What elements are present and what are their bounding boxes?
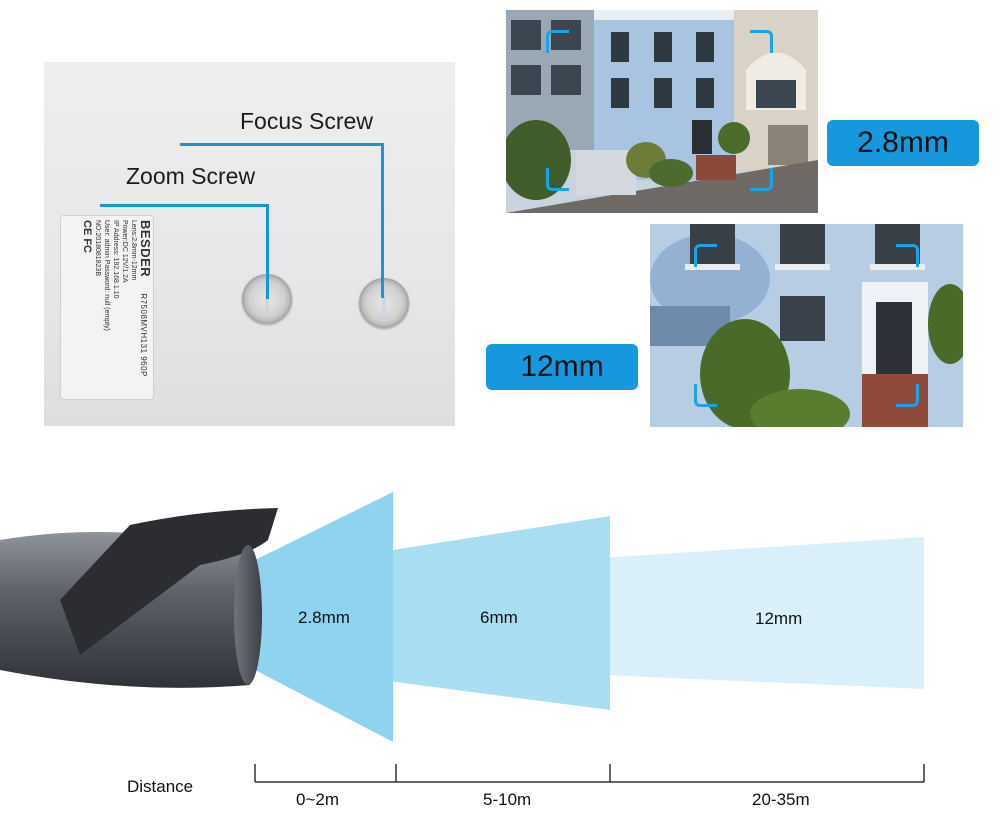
wide-lens-badge: 2.8mm <box>827 120 979 166</box>
fov-label: 6mm <box>480 608 518 627</box>
sticker-line: Lens:2.8mm-12mm <box>130 220 137 281</box>
sticker-brand: BESDER <box>138 220 153 278</box>
sticker-line: Power:DC 12V/1.2A <box>121 220 128 283</box>
certification-marks: CE FC <box>81 220 93 253</box>
frame-corner-icon <box>896 244 919 267</box>
fov-beam-far <box>600 537 924 689</box>
distance-range: 20-35m <box>752 790 810 809</box>
frame-corner-icon <box>694 244 717 267</box>
zoom-screw-label: Zoom Screw <box>126 163 256 189</box>
frame-corner-icon <box>694 384 717 407</box>
sticker-model: R7508MVH131 960P <box>139 293 148 377</box>
camera-lens-face <box>234 545 262 685</box>
fov-beam-mid <box>380 516 610 710</box>
focus-screw-label: Focus Screw <box>240 108 373 134</box>
distance-range: 5-10m <box>483 790 532 809</box>
focus-screw <box>359 278 409 328</box>
frame-corner-icon <box>750 168 773 191</box>
camera-sunshield <box>60 508 278 655</box>
frame-corner-icon <box>546 168 569 191</box>
fov-beam-near <box>255 492 393 742</box>
frame-corner-icon <box>896 384 919 407</box>
frame-corner-icon <box>750 30 773 53</box>
tele-lens-badge: 12mm <box>486 344 638 390</box>
fov-label: 2.8mm <box>298 608 350 627</box>
telephoto-view-photo <box>650 224 963 427</box>
sticker-line: NO:2018081823B <box>94 220 101 277</box>
zoom-callout-line <box>100 204 269 207</box>
fov-label: 12mm <box>755 609 803 628</box>
fov-diagram <box>0 492 924 742</box>
distance-range: 0~2m <box>296 790 339 809</box>
sticker-line: User: admin Password: null (empty) <box>103 220 110 331</box>
focus-callout-line <box>180 143 384 146</box>
sticker-line: IP Address: 192.168.1.10 <box>112 220 119 299</box>
spec-sticker: BESDER R7508MVH131 960P Lens:2.8mm-12mm … <box>60 215 154 400</box>
distance-axis <box>254 764 925 783</box>
zoom-callout-line <box>266 204 269 299</box>
wide-angle-view-photo <box>506 10 818 213</box>
focus-callout-line <box>381 143 384 298</box>
distance-label: Distance <box>127 777 194 796</box>
frame-corner-icon <box>546 30 569 53</box>
